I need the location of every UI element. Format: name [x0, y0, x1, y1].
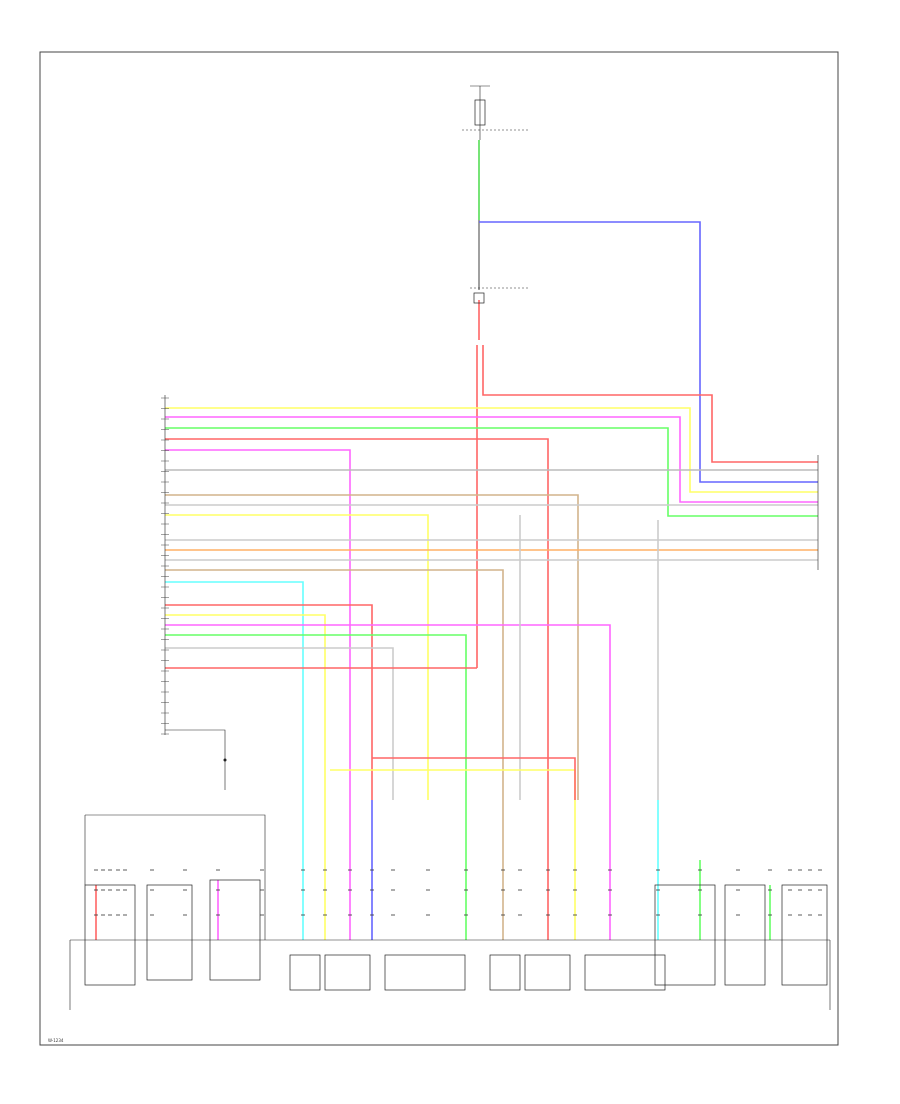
wire-yellow-4 — [330, 769, 576, 800]
wire-red-1 — [165, 438, 549, 800]
wire-yellow-2 — [165, 514, 429, 800]
module-right-heater — [724, 884, 766, 986]
module-pass-a — [489, 954, 521, 991]
wire-blue-top — [479, 221, 818, 483]
corner-label: W-1234 — [48, 1038, 64, 1043]
wire-green-2 — [165, 634, 467, 800]
diagram-border — [39, 51, 839, 1046]
wire-green-1 — [165, 427, 818, 517]
ground-connection — [84, 729, 266, 940]
wire-red-split-a — [482, 345, 818, 463]
module-right-switch — [654, 884, 716, 986]
fuse-stack — [462, 85, 530, 304]
wire-red-4 — [372, 757, 576, 800]
wire-pink-2 — [165, 449, 351, 800]
module-driver-a — [289, 954, 321, 991]
module-driver-b — [324, 954, 371, 991]
wire-yellow-3 — [165, 614, 326, 800]
wire-group — [95, 140, 818, 940]
wire-tan-1 — [165, 494, 579, 800]
module-left-switch — [146, 884, 193, 981]
ground-wire — [165, 729, 226, 790]
module-left-pod — [84, 884, 136, 986]
splice-body — [473, 292, 485, 304]
ground-feed — [85, 814, 266, 940]
module-left-heater — [209, 879, 261, 981]
module-pass-b — [524, 954, 571, 991]
wire-yellow-1 — [165, 407, 818, 493]
module-bus — [69, 879, 831, 1010]
wire-pink-1 — [165, 416, 818, 503]
wire-red-2 — [165, 604, 373, 800]
wire-cyan-1 — [165, 581, 304, 800]
module-right-pod — [781, 884, 828, 986]
ground-dot — [223, 758, 227, 762]
module-pass-c — [584, 954, 666, 991]
wire-pink-3 — [165, 624, 611, 800]
wire-gray-5 — [165, 647, 394, 800]
module-driver-c — [384, 954, 466, 991]
pin-ticks — [94, 397, 822, 916]
fuse-body — [474, 99, 486, 126]
wire-tan-2 — [165, 569, 504, 800]
